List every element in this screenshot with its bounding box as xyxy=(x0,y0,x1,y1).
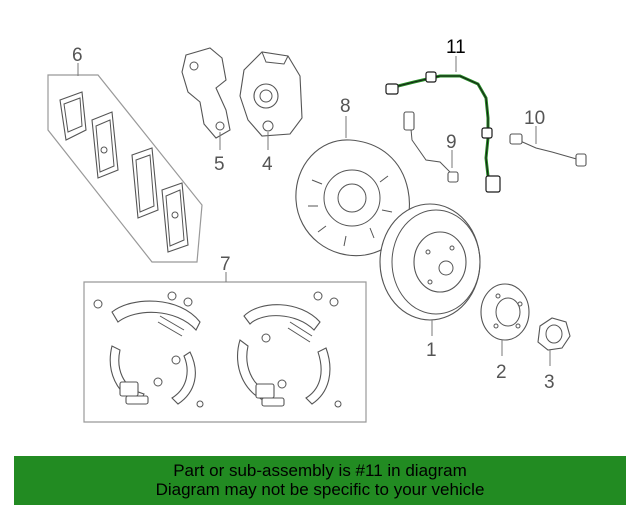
brake-wear-sensor xyxy=(403,111,459,183)
callout-10: 10 xyxy=(524,108,545,129)
callout-6: 6 xyxy=(72,45,83,66)
callout-1: 1 xyxy=(426,340,437,361)
callout-9: 9 xyxy=(446,132,457,153)
banner-line-2: Diagram may not be specific to your vehi… xyxy=(155,480,485,499)
brake-pad-4 xyxy=(161,182,189,253)
brake-pad-3 xyxy=(131,147,159,219)
brake-caliper xyxy=(239,51,303,137)
callout-5: 5 xyxy=(214,154,225,175)
callout-8: 8 xyxy=(340,96,351,117)
callout-2: 2 xyxy=(496,362,507,383)
callout-11: 11 xyxy=(446,37,466,58)
hub-nut xyxy=(537,317,571,351)
brake-pad-group xyxy=(47,74,203,263)
callout-7: 7 xyxy=(220,254,231,275)
splash-shield xyxy=(295,139,410,257)
info-banner: Part or sub-assembly is #11 in diagram D… xyxy=(14,456,626,505)
brake-pad-group-box xyxy=(47,74,203,263)
parts-diagram: 6 5 4 8 9 11 xyxy=(47,37,587,423)
brake-pad-2 xyxy=(91,111,119,179)
wheel-hub xyxy=(480,283,530,341)
abs-sensor-highlight xyxy=(385,71,501,193)
banner-line-1: Part or sub-assembly is #11 in diagram xyxy=(173,461,467,480)
brake-rotor xyxy=(379,203,481,321)
parking-brake-group xyxy=(83,281,367,423)
brake-pad-1 xyxy=(59,91,87,141)
callout-3: 3 xyxy=(544,372,555,393)
callout-4: 4 xyxy=(262,154,273,175)
caliper-bracket xyxy=(181,47,231,139)
sensor-part-10 xyxy=(509,133,587,167)
